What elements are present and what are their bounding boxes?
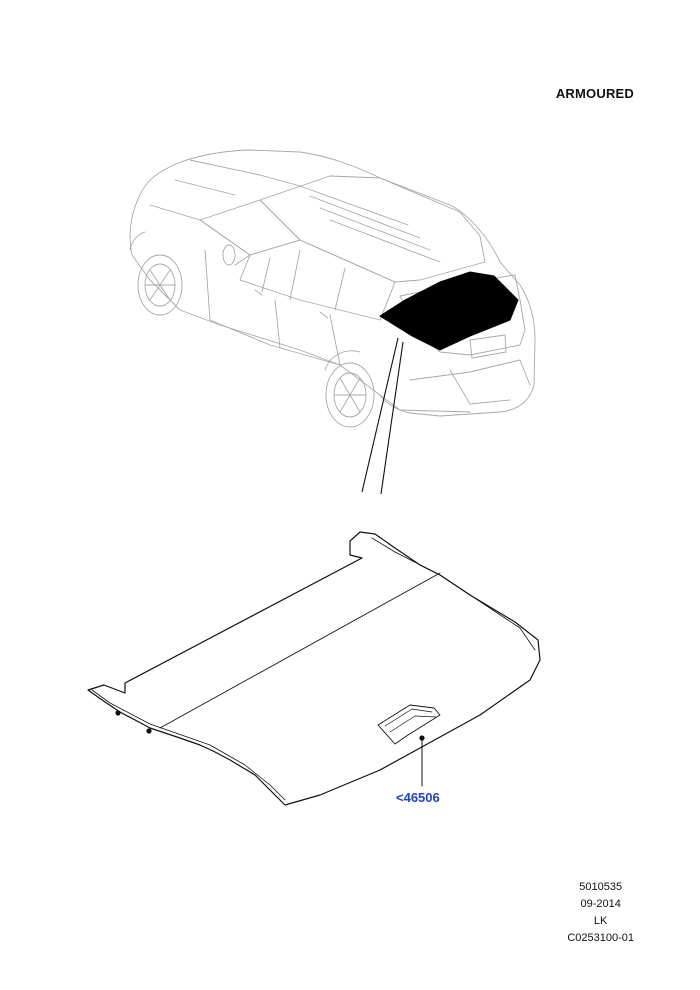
part-callout-link[interactable]: <46506 bbox=[396, 790, 440, 805]
load-cover-part bbox=[87, 531, 541, 806]
drawing-info-block: 5010535 09-2014 LK C0253100-01 bbox=[567, 879, 634, 947]
variant-label: ARMOURED bbox=[555, 86, 634, 101]
model-code: LK bbox=[593, 915, 608, 927]
drawing-id: C0253100-01 bbox=[567, 932, 634, 944]
highlighted-load-cover bbox=[379, 271, 519, 351]
illustration-number: 5010535 bbox=[579, 881, 623, 893]
vehicle-illustration bbox=[129, 149, 536, 428]
leader-lines bbox=[361, 337, 404, 495]
drawing-date: 09-2014 bbox=[580, 898, 621, 910]
